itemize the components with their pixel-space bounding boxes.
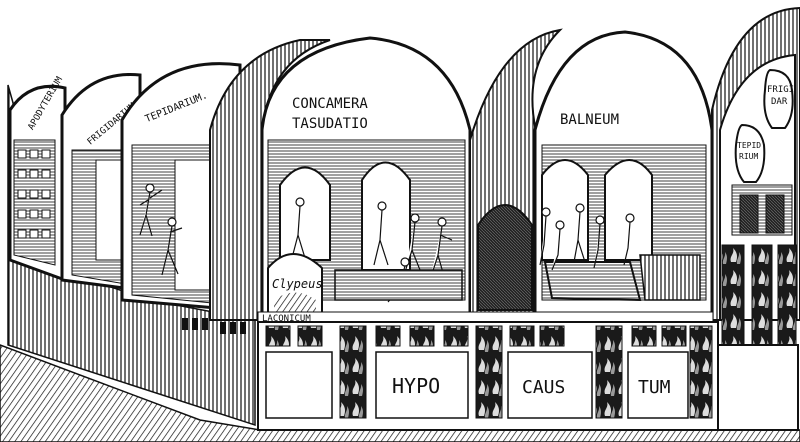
hypocaustum-base: HYPO CAUS TUM (257, 321, 719, 431)
label-concamera: CONCAMERA (292, 96, 368, 112)
label-caus: CAUS (522, 377, 565, 398)
label-laconicum: LACONICUM (262, 314, 311, 324)
apodyterium-room: APODYTERIUM (8, 75, 67, 283)
label-tepid-vase-1: TEPID (737, 141, 761, 150)
concamera-sudatio-room: CONCAMERA TASUDATIO Clypeus (260, 36, 472, 322)
balneum-bathers (539, 203, 635, 271)
right-tower: FRIGI DAR TEPID RIUM (711, 6, 800, 346)
label-frigidar-1: FRIGI (767, 85, 794, 95)
label-tepid-vase-2: RIUM (739, 152, 758, 161)
label-frigidar-2: DAR (771, 97, 788, 107)
vase-top (763, 68, 794, 129)
bather-figure (139, 183, 183, 276)
label-tum: TUM (638, 377, 671, 398)
label-clypeus: Clypeus (272, 277, 323, 291)
clypeus-shield: Clypeus (267, 253, 323, 319)
right-base (717, 344, 799, 431)
label-balneum: BALNEUM (560, 112, 619, 128)
label-hypo: HYPO (392, 374, 440, 398)
bath-tub (543, 261, 642, 302)
label-sudatio: TASUDATIO (292, 116, 368, 132)
vase-middle (734, 123, 766, 183)
balneum-room: BALNEUM (533, 30, 714, 322)
ground (0, 344, 800, 442)
outer-wall-windows (182, 318, 246, 334)
